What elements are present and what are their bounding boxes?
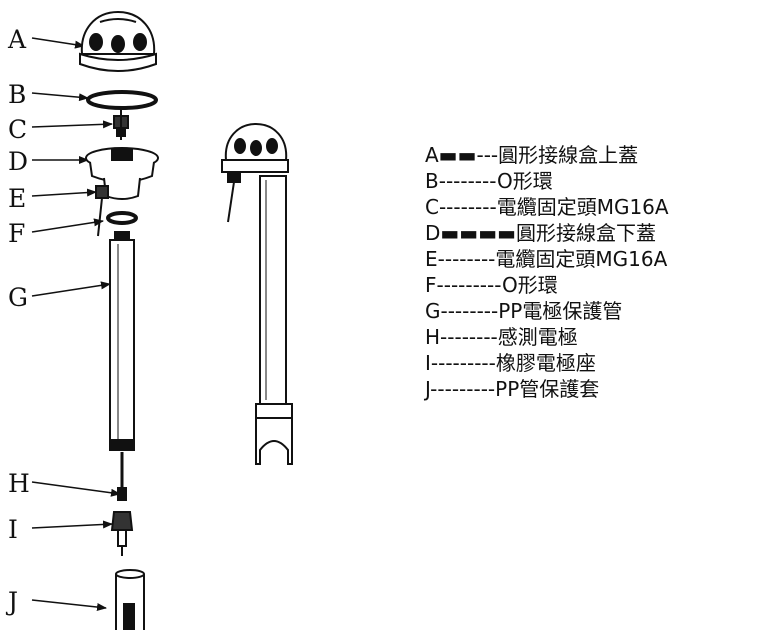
callout-letter-h: H bbox=[8, 469, 30, 498]
leader-arrows bbox=[31, 37, 121, 612]
part-g-pp-tube bbox=[109, 231, 135, 451]
leader-arrow-f bbox=[31, 218, 104, 233]
part-e-cable-gland bbox=[95, 185, 109, 237]
part-f-o-ring bbox=[106, 211, 138, 225]
leader-arrow-h bbox=[31, 481, 121, 497]
legend-item-b: B--------O形環 bbox=[425, 169, 553, 193]
part-i-rubber-seat bbox=[110, 511, 134, 556]
leader-arrow-b bbox=[31, 92, 89, 102]
part-j-sleeve bbox=[115, 569, 145, 630]
callout-letter-i: I bbox=[8, 515, 18, 544]
callout-letter-a: A bbox=[7, 25, 27, 54]
callout-letter-d: D bbox=[8, 147, 28, 176]
legend-item-f: F---------O形環 bbox=[425, 273, 558, 297]
legend-item-g: G--------PP電極保護管 bbox=[425, 299, 623, 323]
callout-letters: A B C D E F G H I J bbox=[5, 25, 30, 616]
legend-item-a: A▬▬---圓形接線盒上蓋 bbox=[425, 143, 639, 167]
legend-item-j: J---------PP管保護套 bbox=[425, 377, 600, 401]
leader-arrow-i bbox=[31, 520, 113, 529]
assembled-sleeve bbox=[255, 403, 293, 465]
callout-letter-e: E bbox=[8, 184, 26, 213]
leader-arrow-a bbox=[31, 37, 85, 49]
callout-letter-b: B bbox=[8, 80, 26, 109]
parts-legend: A▬▬---圓形接線盒上蓋 B--------O形環 C--------電纜固定… bbox=[425, 142, 669, 402]
exploded-assembly bbox=[79, 10, 159, 630]
legend-item-h: H--------感測電極 bbox=[425, 325, 578, 349]
legend-item-e: E--------電纜固定頭MG16A bbox=[425, 247, 668, 271]
legend-item-c: C--------電纜固定頭MG16A bbox=[425, 195, 669, 219]
legend-item-i: I---------橡膠電極座 bbox=[425, 351, 596, 375]
assembled-tube bbox=[259, 175, 287, 405]
legend-item-d: D▬▬▬▬圓形接線盒下蓋 bbox=[425, 221, 656, 245]
part-a-top-cap bbox=[79, 10, 157, 72]
callout-letter-c: C bbox=[8, 115, 27, 144]
leader-arrow-g bbox=[31, 281, 111, 297]
part-h-sensor-electrode bbox=[117, 452, 127, 501]
part-d-bottom-cap bbox=[85, 147, 159, 200]
part-c-cable-gland bbox=[113, 108, 129, 140]
callout-letter-f: F bbox=[8, 219, 25, 248]
assembled-view bbox=[221, 122, 293, 465]
leader-arrow-j bbox=[31, 599, 107, 612]
part-b-o-ring bbox=[86, 90, 158, 110]
leader-arrow-c bbox=[31, 120, 113, 129]
callout-letter-g: G bbox=[8, 283, 28, 312]
leader-arrow-e bbox=[31, 188, 97, 197]
callout-letter-j: J bbox=[5, 587, 18, 616]
